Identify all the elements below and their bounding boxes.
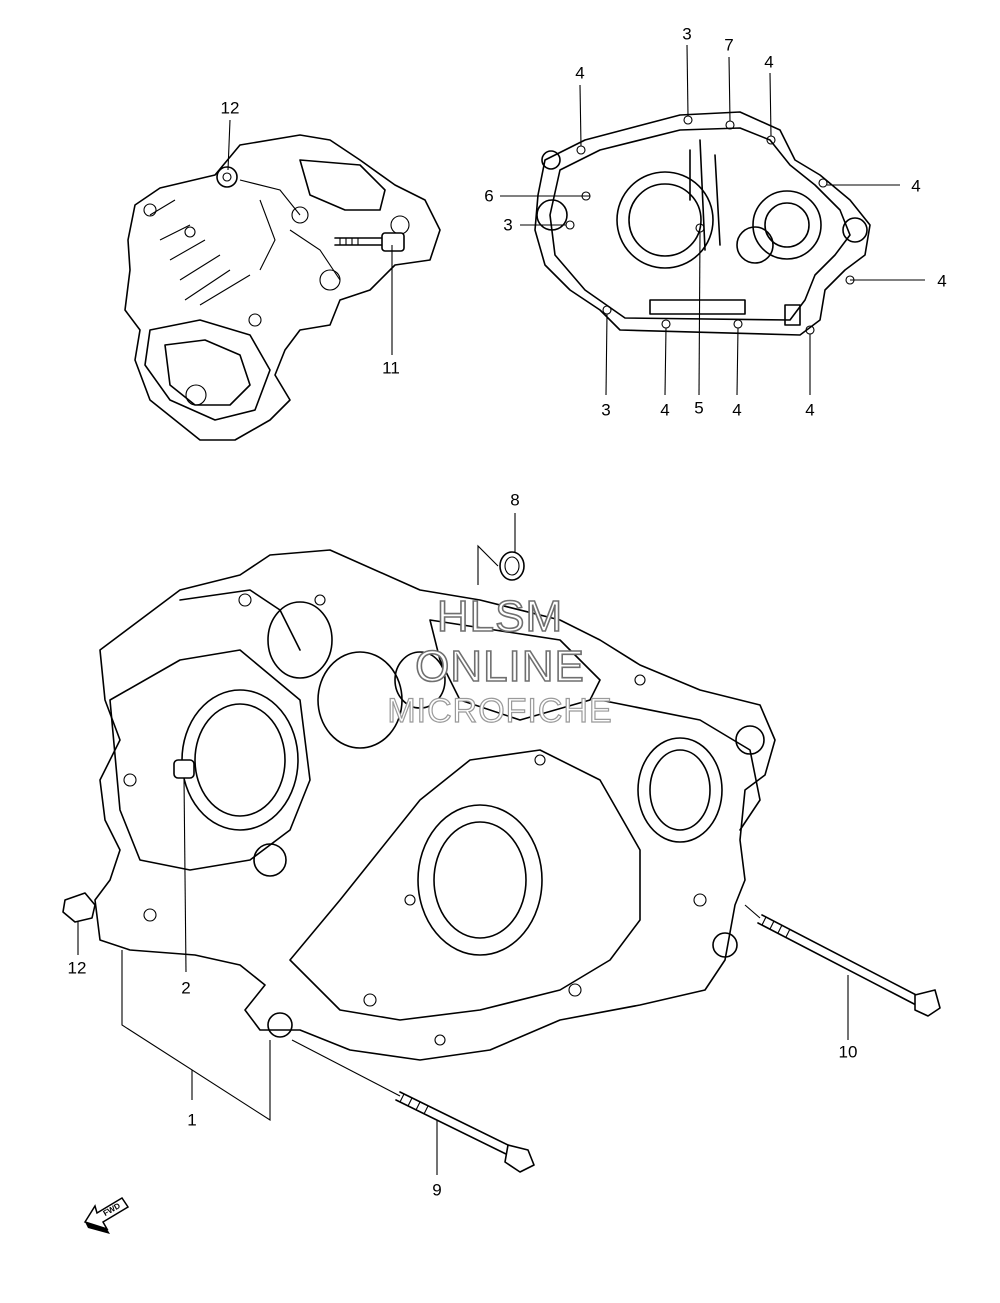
callout-3-top: 3 xyxy=(682,24,692,44)
callout-5: 5 xyxy=(694,398,704,418)
assembly-holes xyxy=(123,593,707,1046)
callout-9: 9 xyxy=(432,1180,442,1200)
callout-7: 7 xyxy=(724,35,734,55)
callout-6: 6 xyxy=(484,186,494,206)
crankcase-upper-left-view xyxy=(124,134,441,441)
callout-12-upper: 12 xyxy=(220,98,240,118)
leader-lines xyxy=(77,44,925,1175)
crankcase-upper-right-view xyxy=(534,111,871,336)
callout-12-lower: 12 xyxy=(67,958,87,978)
callout-4-bottom-1: 4 xyxy=(660,400,670,420)
crankcase-assembly xyxy=(62,549,941,1173)
callout-4-right-upper: 4 xyxy=(911,176,921,196)
callout-4-top-left: 4 xyxy=(575,63,585,83)
callout-3-left: 3 xyxy=(503,215,513,235)
callout-10: 10 xyxy=(838,1042,858,1062)
callout-3-bottom: 3 xyxy=(601,400,611,420)
callout-4-bottom-3: 4 xyxy=(805,400,815,420)
callout-11: 11 xyxy=(382,358,400,378)
callout-1: 1 xyxy=(187,1110,197,1130)
fwd-arrow-icon xyxy=(83,1196,130,1234)
callout-2: 2 xyxy=(181,978,191,998)
watermark-line-2: ONLINE xyxy=(414,641,585,692)
callout-4-right-lower: 4 xyxy=(937,271,947,291)
callout-4-bottom-2: 4 xyxy=(732,400,742,420)
watermark-line-1: HLSM xyxy=(436,591,564,642)
callout-8: 8 xyxy=(510,490,520,510)
watermark-line-3: MICROFICHE xyxy=(387,691,613,730)
callout-4-top-right: 4 xyxy=(764,52,774,72)
